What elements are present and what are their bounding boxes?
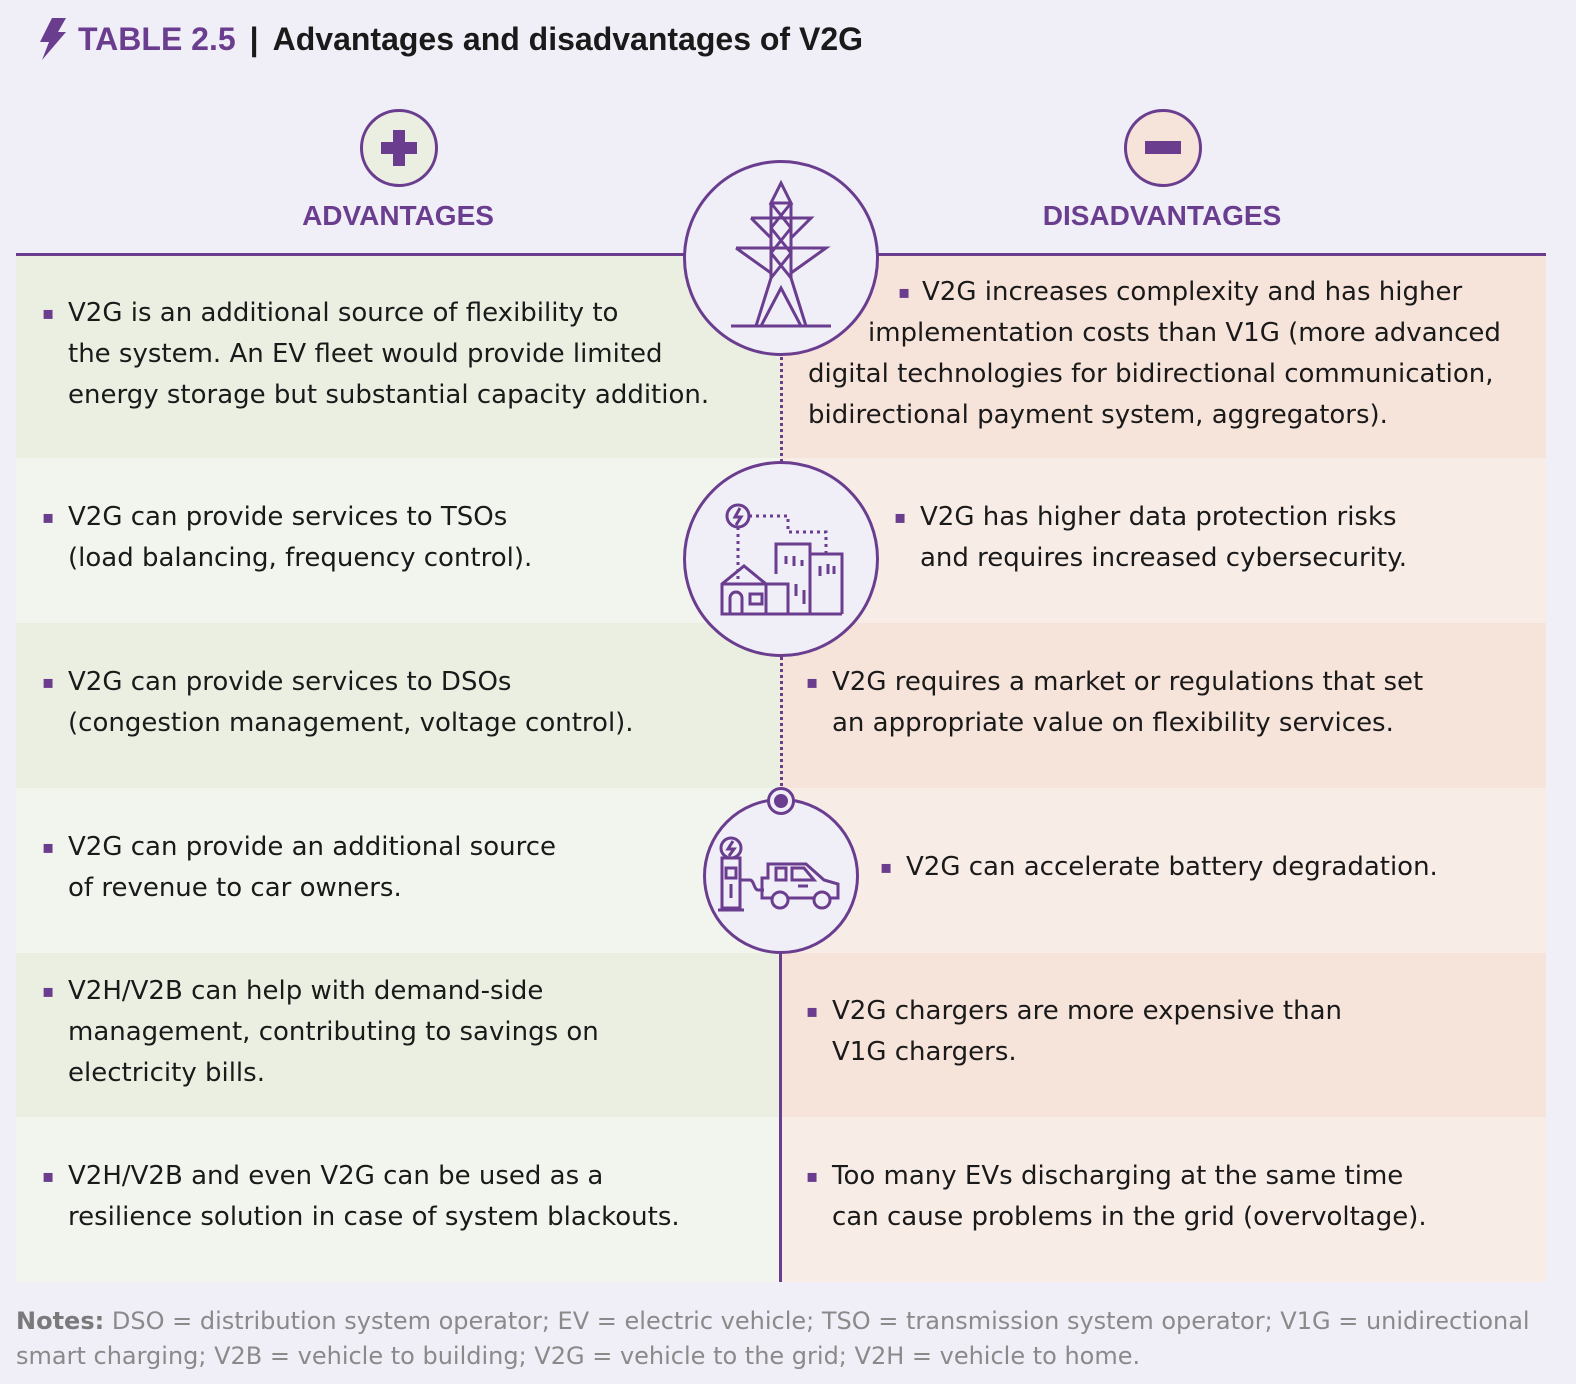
dotted-connector	[780, 350, 783, 470]
bullet-icon: ▪	[42, 302, 55, 324]
notes-label: Notes:	[16, 1307, 105, 1335]
table-row: ▪ V2G can provide services to DSOs (conges…	[16, 623, 1546, 788]
bullet-icon: ▪	[806, 671, 819, 693]
item-text-line: can cause problems in the grid (overvolt…	[832, 1201, 1427, 1232]
item-text-line: V2G can provide services to TSOs	[68, 501, 508, 532]
bullet-icon: ▪	[42, 671, 55, 693]
disadvantage-item: ▪ V2G has higher data protection risks and…	[780, 497, 1546, 579]
table-row: ▪ V2G can provide an additional source of …	[16, 788, 1546, 953]
item-text-line: V2G requires a market or regulations tha…	[832, 666, 1424, 697]
item-text-line: V2G is an additional source of flexibili…	[68, 297, 619, 328]
item-text-line: energy storage but substantial capacity …	[68, 379, 710, 410]
advantage-item: ▪ V2G can provide an additional source of …	[16, 827, 780, 909]
table-row: ▪ V2H/V2B can help with demand-side manage…	[16, 953, 1546, 1117]
item-text-line: of revenue to car owners.	[68, 872, 402, 903]
disadvantage-item: ▪ Too many EVs discharging at the same ti…	[780, 1156, 1546, 1238]
transmission-tower-icon	[683, 160, 879, 356]
advantage-cell: ▪ V2G is an additional source of flexibil…	[16, 256, 780, 458]
item-text-line: an appropriate value on flexibility serv…	[832, 707, 1394, 738]
item-text-line: implementation costs than V1G (more adva…	[868, 318, 1501, 348]
advantage-item: ▪ V2G is an additional source of flexibil…	[16, 293, 780, 416]
advantage-cell: ▪ V2H/V2B can help with demand-side manage…	[16, 953, 780, 1117]
item-text-line: the system. An EV fleet would provide li…	[68, 338, 663, 369]
notes-text: DSO = distribution system operator; EV =…	[16, 1307, 1530, 1370]
item-text-line: and requires increased cybersecurity.	[920, 542, 1408, 573]
title-separator: |	[249, 20, 259, 57]
disadvantage-item: ▪ V2G requires a market or regulations th…	[780, 662, 1546, 744]
item-text-line: digital technologies for bidirectional c…	[808, 359, 1494, 389]
advantage-cell: ▪ V2G can provide services to TSOs (load b…	[16, 458, 780, 623]
disadvantage-cell: ▪ V2G requires a market or regulations th…	[780, 623, 1546, 788]
advantage-cell: ▪ V2G can provide services to DSOs (conges…	[16, 623, 780, 788]
table-notes: Notes: DSO = distribution system operato…	[16, 1304, 1556, 1374]
advantage-item: ▪ V2H/V2B can help with demand-side manage…	[16, 971, 780, 1094]
ev-charging-car-icon	[703, 798, 859, 954]
table-number: TABLE 2.5	[78, 20, 236, 57]
bullet-icon: ▪	[42, 980, 55, 1002]
dotted-connector	[780, 650, 783, 800]
column-divider	[779, 950, 782, 1282]
disadvantage-cell: ▪ Too many EVs discharging at the same ti…	[780, 1117, 1546, 1282]
bullet-icon: ▪	[880, 857, 893, 878]
advantage-item: ▪ V2H/V2B and even V2G can be used as a re…	[16, 1156, 780, 1238]
table-row: ▪ V2G can provide services to TSOs (load b…	[16, 458, 1546, 623]
bullet-icon: ▪	[42, 1165, 55, 1187]
item-text-line: resilience solution in case of system bl…	[68, 1201, 680, 1232]
advantage-item: ▪ V2G can provide services to TSOs (load b…	[16, 497, 780, 579]
item-text-line: Too many EVs discharging at the same tim…	[832, 1160, 1404, 1191]
bullet-icon: ▪	[898, 282, 911, 303]
item-text-line: (load balancing, frequency control).	[68, 542, 533, 573]
advantage-item: ▪ V2G can provide services to DSOs (conges…	[16, 662, 780, 744]
disadvantage-item: ▪ V2G can accelerate battery degradation.	[780, 847, 1546, 888]
table-row: ▪ V2G is an additional source of flexibil…	[16, 256, 1546, 458]
advantages-header: ADVANTAGES	[302, 200, 494, 231]
disadvantage-cell: ▪ V2G increases complexity and has higher…	[780, 256, 1546, 458]
advantage-cell: ▪ V2H/V2B and even V2G can be used as a re…	[16, 1117, 780, 1282]
minus-icon	[1124, 109, 1202, 187]
bullet-icon: ▪	[806, 1165, 819, 1187]
city-buildings-icon	[683, 461, 879, 657]
bullet-icon: ▪	[42, 836, 55, 858]
bullet-icon: ▪	[894, 506, 907, 528]
lightning-icon	[40, 18, 66, 60]
table-caption: Advantages and disadvantages of V2G	[272, 20, 863, 57]
item-text-line: electricity bills.	[68, 1057, 265, 1088]
advantage-cell: ▪ V2G can provide an additional source of …	[16, 788, 780, 953]
item-text-line: V2G increases complexity and has higher	[922, 277, 1463, 307]
item-text-line: V2G has higher data protection risks	[920, 501, 1397, 532]
item-text-line: V2G can provide services to DSOs	[68, 666, 512, 697]
connector-node-icon	[767, 787, 795, 815]
item-text-line: V2G can accelerate battery degradation.	[906, 852, 1438, 882]
table-row: ▪ V2H/V2B and even V2G can be used as a re…	[16, 1117, 1546, 1282]
bullet-icon: ▪	[806, 1001, 819, 1022]
item-text-line: V1G chargers.	[832, 1037, 1017, 1067]
disadvantage-item: ▪ V2G increases complexity and has higher…	[780, 272, 1546, 436]
item-text-line: V2H/V2B can help with demand-side	[68, 975, 544, 1006]
item-text-line: management, contributing to savings on	[68, 1016, 599, 1047]
bullet-icon: ▪	[42, 506, 55, 528]
disadvantage-cell: ▪ V2G can accelerate battery degradation.	[780, 788, 1546, 953]
item-text-line: V2H/V2B and even V2G can be used as a	[68, 1160, 604, 1191]
item-text-line: V2G chargers are more expensive than	[832, 996, 1343, 1026]
disadvantages-header: DISADVANTAGES	[1042, 200, 1282, 231]
item-text-line: V2G can provide an additional source	[68, 831, 557, 862]
item-text-line: bidirectional payment system, aggregator…	[808, 400, 1388, 430]
table-title: TABLE 2.5 | Advantages and disadvantages…	[38, 18, 863, 60]
disadvantage-cell: ▪ V2G has higher data protection risks and…	[780, 458, 1546, 623]
plus-icon	[360, 109, 438, 187]
item-text-line: (congestion management, voltage control)…	[68, 707, 634, 738]
